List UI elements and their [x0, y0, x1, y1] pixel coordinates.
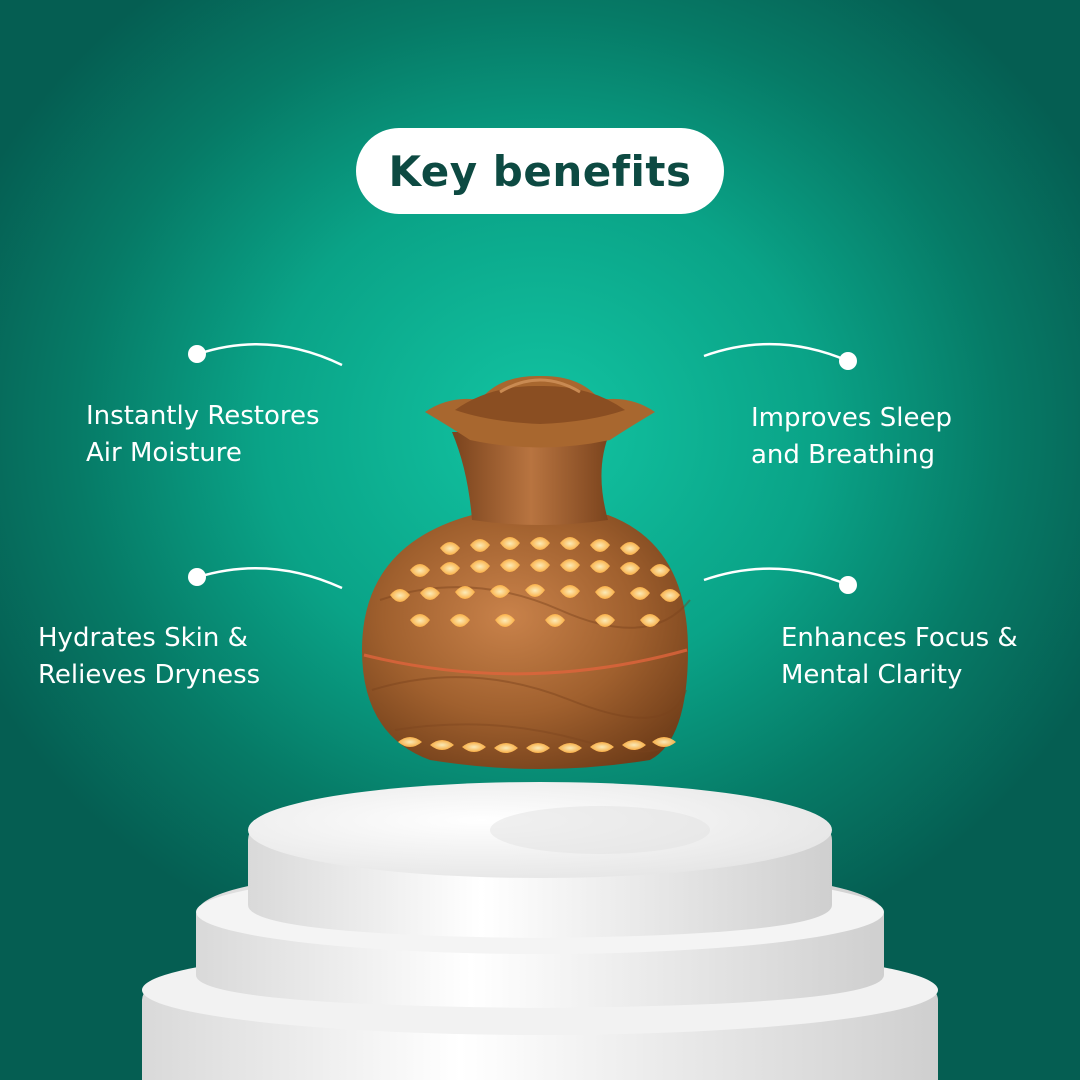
connector-top-right — [703, 342, 857, 370]
benefit-bottom-right: Enhances Focus & Mental Clarity — [781, 620, 1018, 694]
benefit-line: Air Moisture — [86, 438, 242, 468]
benefit-top-left: Instantly Restores Air Moisture — [86, 398, 320, 472]
page-title: Key benefits — [388, 146, 692, 196]
benefit-line: Hydrates Skin & — [38, 623, 248, 653]
title-badge: Key benefits — [356, 128, 724, 214]
benefit-line: and Breathing — [751, 440, 935, 470]
benefit-line: Relieves Dryness — [38, 660, 261, 690]
benefit-line: Enhances Focus & — [781, 623, 1018, 653]
connector-top-left — [188, 343, 343, 367]
benefit-line: Mental Clarity — [781, 660, 963, 690]
diffuser-product — [362, 375, 691, 769]
benefit-line: Instantly Restores — [86, 401, 320, 431]
connector-bottom-right — [703, 567, 857, 594]
podium — [142, 782, 938, 1080]
benefit-line: Improves Sleep — [751, 403, 952, 433]
connector-bottom-left — [188, 566, 343, 590]
benefit-top-right: Improves Sleep and Breathing — [751, 400, 952, 474]
benefit-bottom-left: Hydrates Skin & Relieves Dryness — [38, 620, 260, 694]
